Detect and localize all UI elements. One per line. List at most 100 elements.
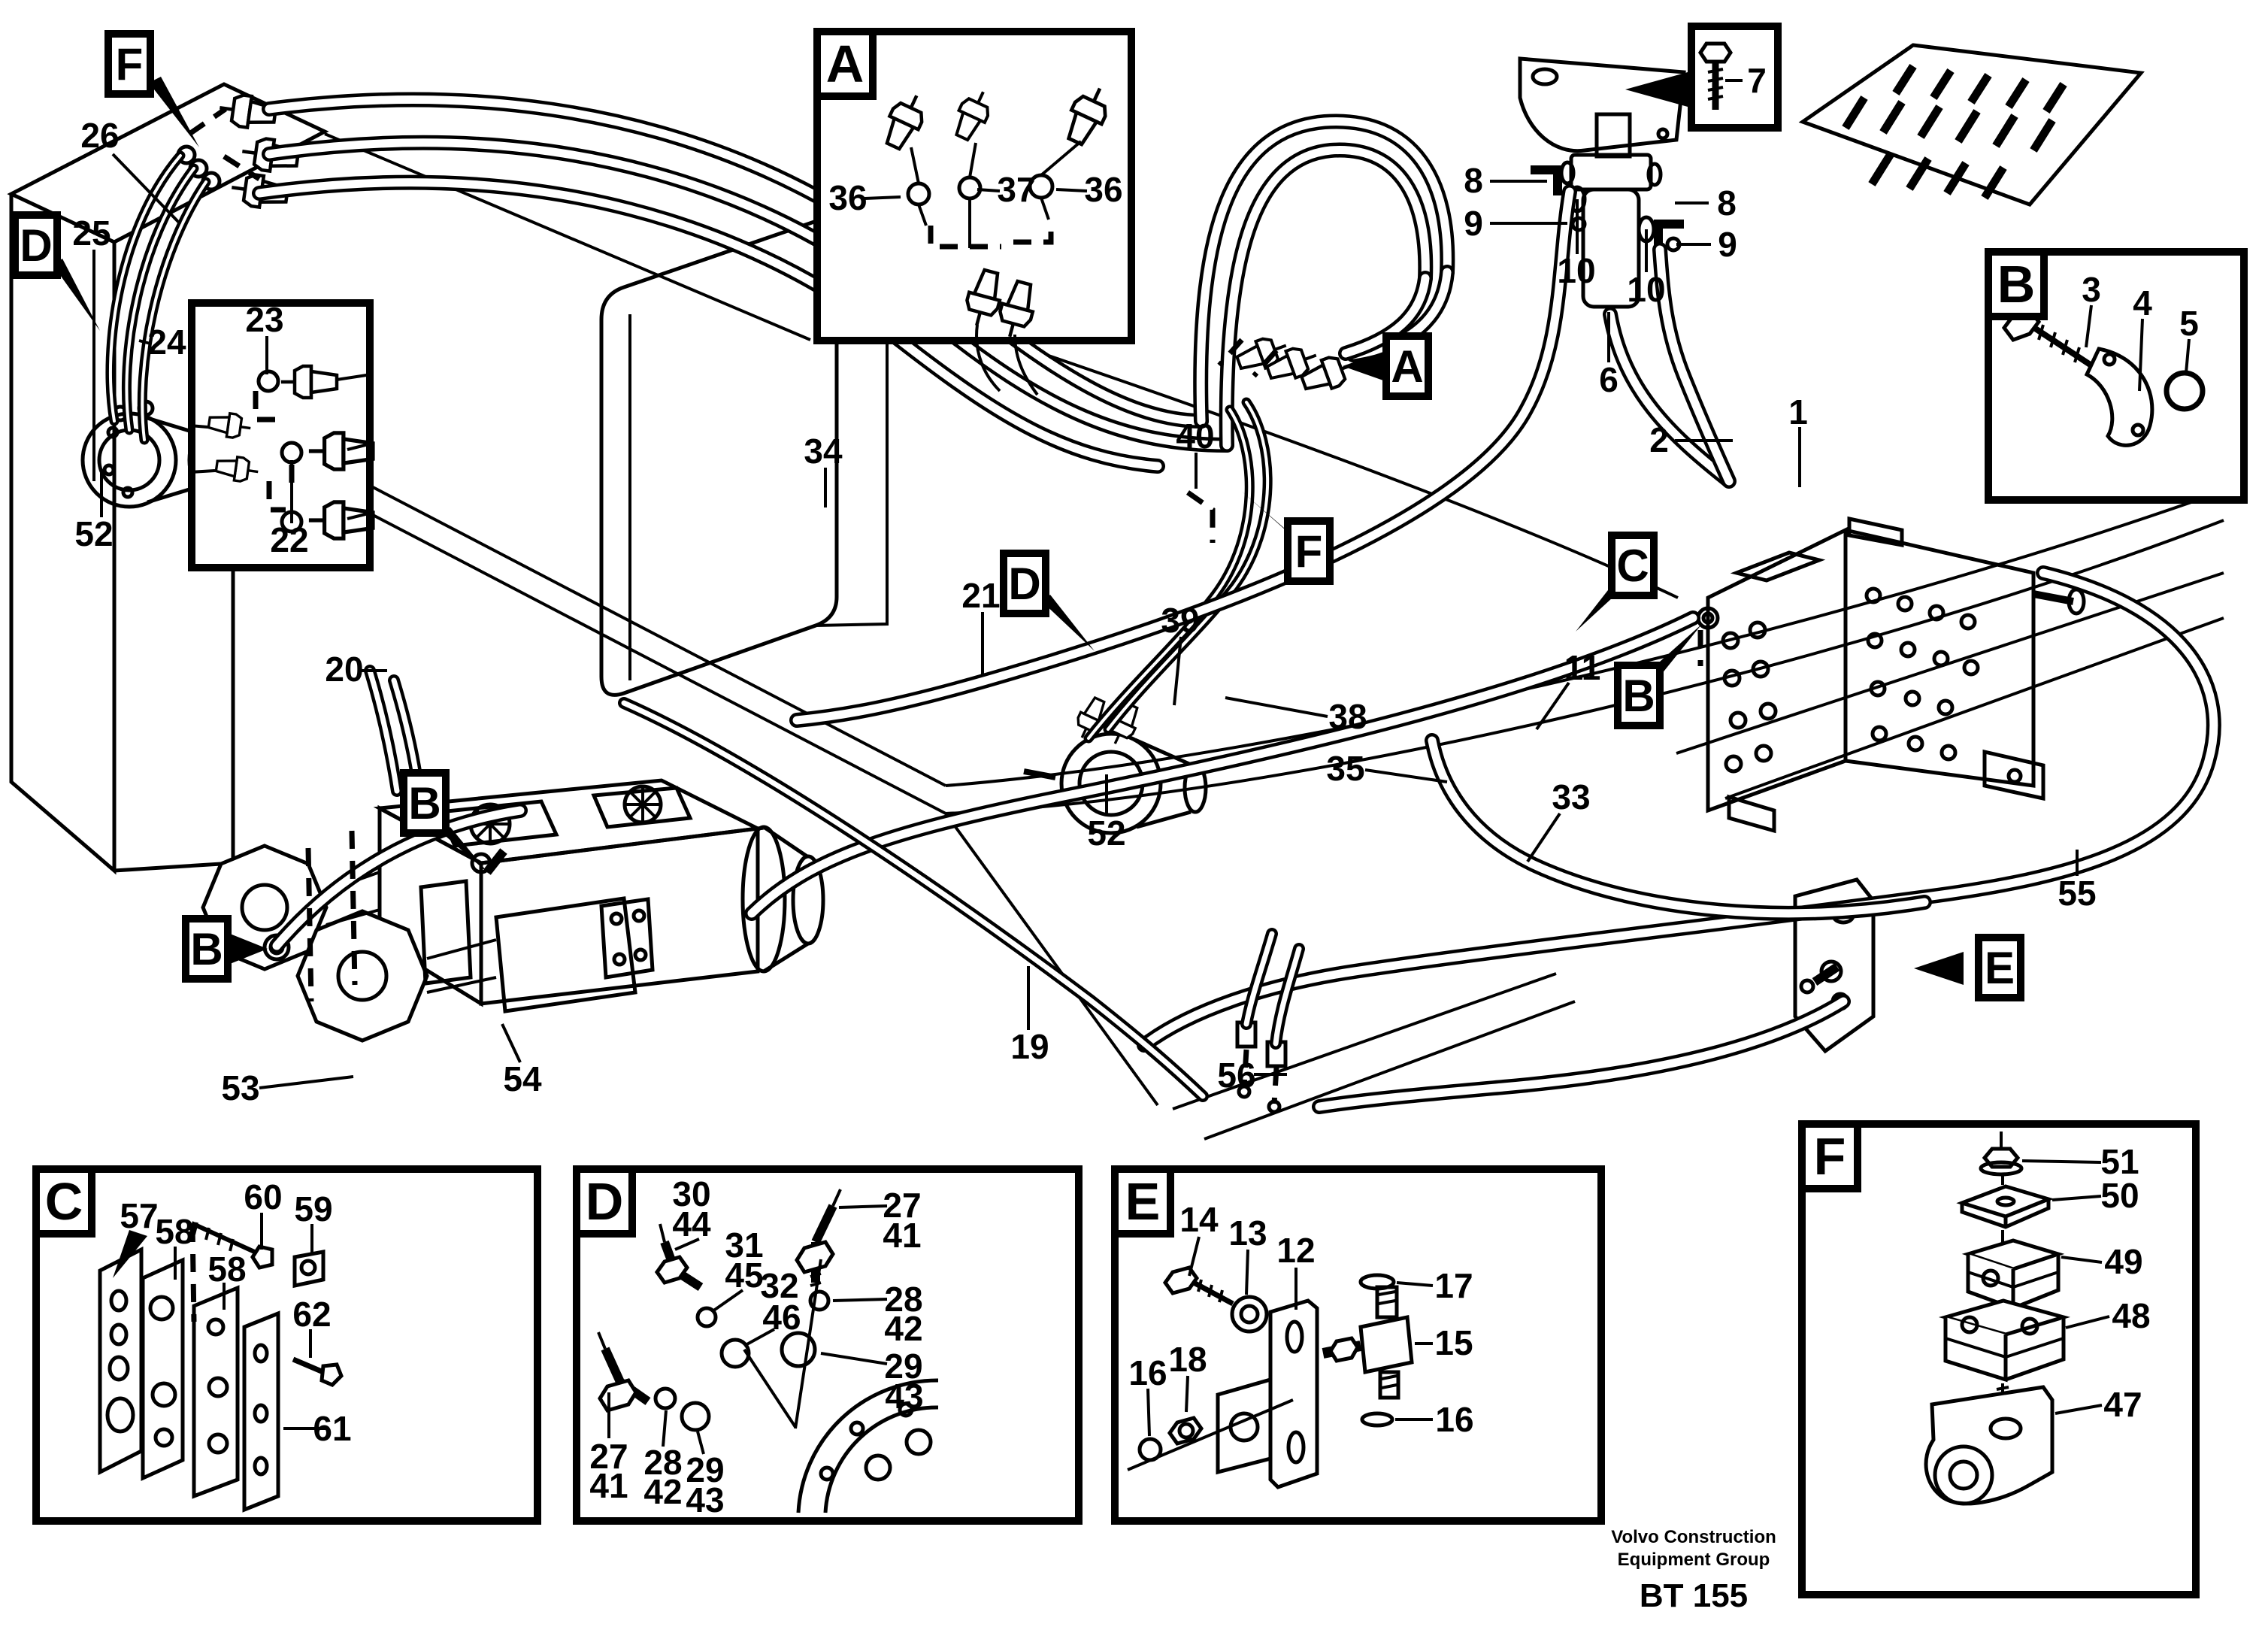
part-number-label: 61: [313, 1409, 352, 1448]
part-number-label: 21: [961, 576, 1001, 615]
part-number-label: 34: [804, 432, 843, 471]
part-number-label: 38: [1328, 697, 1367, 736]
part-number-label: 6: [1599, 360, 1618, 399]
part-number-label: 30: [672, 1174, 711, 1213]
part-number-label: 51: [2100, 1142, 2139, 1181]
leader-lines: [92, 79, 2191, 1455]
inset-detail-C: C: [32, 1165, 541, 1525]
inset-c-content: [98, 1221, 344, 1513]
part-number-label: 59: [294, 1189, 333, 1228]
part-number-label: 12: [1276, 1231, 1316, 1270]
part-number-label: 54: [503, 1059, 542, 1098]
callout-letter-box: B: [182, 915, 232, 983]
part-number-label: 58: [155, 1212, 194, 1251]
part-number-label: 32: [760, 1266, 799, 1305]
publisher-footer: Volvo Construction Equipment Group BT 15…: [1600, 1526, 1788, 1615]
inset-letter-box: D: [573, 1165, 636, 1238]
part-number-label: 16: [1128, 1353, 1167, 1392]
inset-e-content: [1127, 1265, 1414, 1489]
part-number-label: 25: [72, 214, 111, 253]
part-number-label: 31: [725, 1225, 764, 1265]
part-number-label: 10: [1557, 251, 1596, 290]
inset-letter-box: A: [813, 28, 877, 100]
part-number-label: 62: [292, 1295, 332, 1334]
part-number-label: 23: [245, 300, 284, 339]
part-number-label: 42: [643, 1472, 683, 1511]
inset-detail-A: A: [813, 28, 1135, 344]
part-number-label: 44: [672, 1204, 711, 1244]
part-number-label: 5: [2179, 304, 2199, 343]
part-number-label: 24: [147, 323, 186, 362]
inset-detail-D: D: [573, 1165, 1083, 1525]
part-number-label: 53: [221, 1068, 260, 1107]
part-number-label: 46: [762, 1298, 801, 1337]
part-number-label: 41: [883, 1216, 922, 1255]
callout-letter-box: A: [1382, 332, 1432, 400]
part-number-label: 2: [1649, 420, 1669, 459]
inset-detail-B: B: [1985, 248, 2248, 504]
part-number-label: 36: [1084, 170, 1123, 209]
inset-detail-E: E: [1111, 1165, 1605, 1525]
part-number-label: 60: [244, 1177, 283, 1216]
part-number-label: 10: [1627, 270, 1666, 309]
part-number-label: 19: [1010, 1027, 1049, 1066]
inset-letter-box: E: [1111, 1165, 1174, 1238]
part-number-label: 50: [2100, 1176, 2139, 1215]
control-valve: [1696, 516, 2086, 834]
part-number-label: 37: [997, 170, 1036, 209]
part-number-label: 15: [1434, 1323, 1473, 1362]
callout-letter-box: C: [1608, 532, 1658, 599]
callout-letter-box: F: [104, 30, 154, 98]
part-number-label: 29: [884, 1347, 923, 1386]
inset-detail-7: [1688, 23, 1782, 132]
part-number-label: 22: [270, 520, 309, 559]
radiator-grille: [1798, 43, 2145, 207]
part-number-label: 27: [883, 1186, 922, 1225]
part-number-label: 9: [1718, 225, 1737, 264]
part-number-label: 9: [1464, 204, 1483, 243]
part-number-label: 36: [828, 178, 868, 217]
part-number-label: 28: [884, 1280, 923, 1319]
inset-letter-box: C: [32, 1165, 95, 1238]
part-number-label: 13: [1228, 1213, 1267, 1253]
part-number-label: 39: [1161, 601, 1200, 640]
part-number-label: 55: [2058, 874, 2097, 913]
part-number-label: 45: [725, 1256, 764, 1295]
part-number-label: 14: [1179, 1200, 1219, 1239]
pump-assembly: [201, 778, 825, 1043]
part-number-label: 57: [120, 1196, 159, 1235]
inset-f-content: [1924, 1132, 2071, 1506]
publisher-name-line2: Equipment Group: [1617, 1550, 1770, 1570]
inset-detail-F: F: [1798, 1120, 2200, 1598]
publisher-name-line1: Volvo Construction: [1611, 1527, 1776, 1547]
part-number-label: 20: [325, 650, 364, 689]
part-number-label: 3: [2082, 270, 2101, 309]
inset-a-content: [879, 81, 1115, 396]
part-number-label: 11: [1564, 648, 1601, 687]
inset-d-content: [597, 1189, 939, 1513]
part-number-label: 8: [1464, 161, 1483, 200]
part-number-label: 7: [1747, 61, 1767, 100]
callout-letter-box: B: [1614, 662, 1664, 729]
inset-letter-box: F: [1798, 1120, 1861, 1192]
part-number-label: 52: [1087, 813, 1126, 853]
part-number-label: 33: [1552, 777, 1591, 816]
callout-letter-box: E: [1975, 934, 2024, 1001]
part-number-label: 18: [1168, 1340, 1207, 1379]
part-number-label: 41: [589, 1466, 628, 1505]
document-code: BT 155: [1639, 1577, 1749, 1614]
a-connection-fittings: [1234, 332, 1358, 397]
part-number-label: 56: [1217, 1056, 1256, 1095]
part-number-label: 49: [2104, 1242, 2143, 1281]
filter-assembly: [1518, 56, 1686, 309]
part-number-label: 27: [589, 1437, 628, 1476]
callout-letter-box: D: [1000, 550, 1049, 617]
part-number-label: 16: [1435, 1400, 1474, 1439]
part-number-label: 4: [2133, 283, 2152, 323]
part-number-label: 1: [1788, 392, 1808, 432]
part-number-label: 40: [1176, 417, 1215, 456]
inset-7-content: [1697, 41, 1734, 110]
callout-leaders-and-arrows: [53, 72, 1964, 985]
part-number-label: 48: [2112, 1296, 2151, 1335]
